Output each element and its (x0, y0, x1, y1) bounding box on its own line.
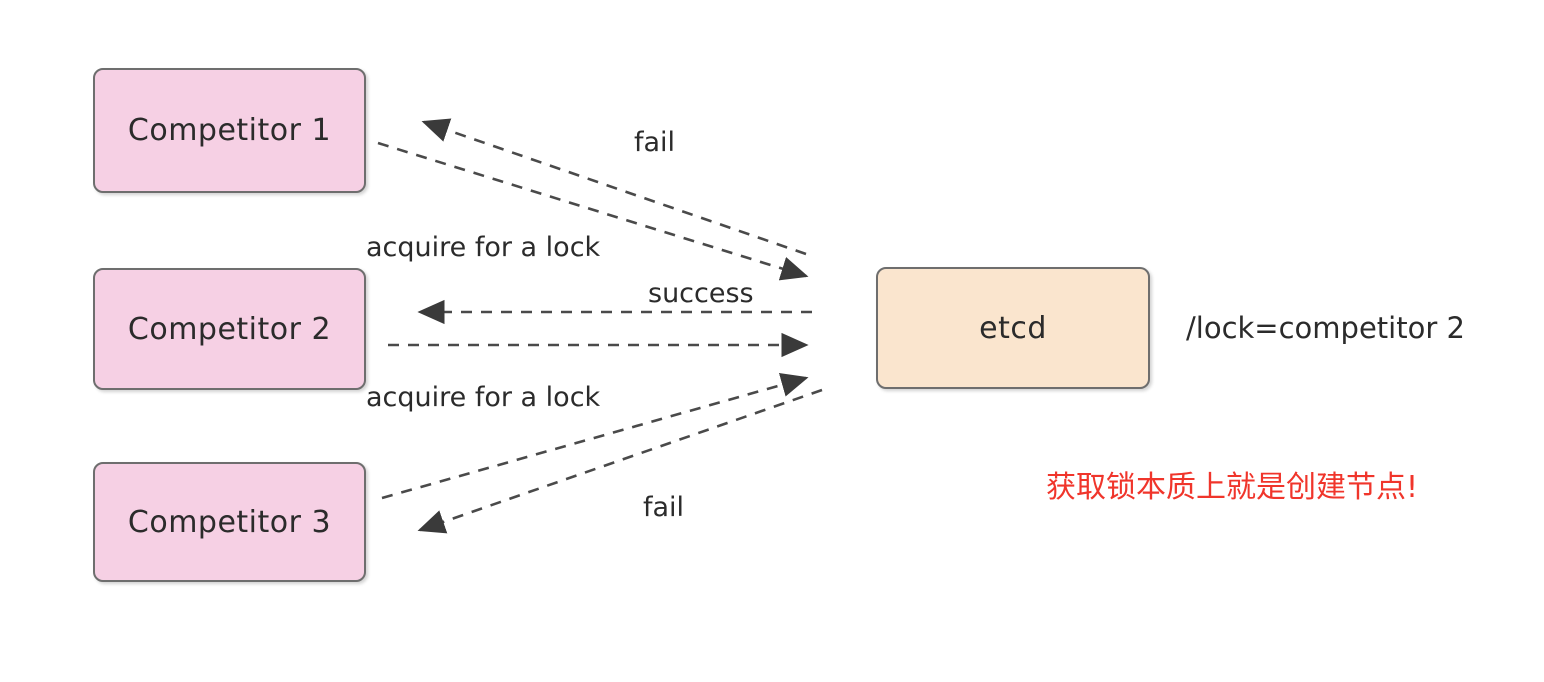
edge-label-success: success (648, 278, 754, 309)
node-competitor-1-label: Competitor 1 (127, 113, 332, 148)
node-etcd[interactable]: etcd (876, 267, 1150, 389)
edge-label-acquire-top: acquire for a lock (366, 232, 601, 263)
edge-label-fail-top: fail (634, 127, 676, 158)
edge-label-acquire-bottom: acquire for a lock (366, 382, 601, 413)
node-competitor-1[interactable]: Competitor 1 (93, 68, 366, 193)
node-etcd-label: etcd (979, 310, 1047, 346)
node-competitor-3-label: Competitor 3 (127, 504, 332, 540)
edge-label-fail-bottom: fail (643, 492, 685, 523)
node-competitor-2-label: Competitor 2 (127, 311, 332, 347)
annotation-lock-value: /lock=competitor 2 (1186, 311, 1465, 345)
node-competitor-2[interactable]: Competitor 2 (93, 268, 366, 390)
node-competitor-3[interactable]: Competitor 3 (93, 462, 366, 582)
annotation-chinese-note: 获取锁本质上就是创建节点! (1046, 470, 1419, 505)
